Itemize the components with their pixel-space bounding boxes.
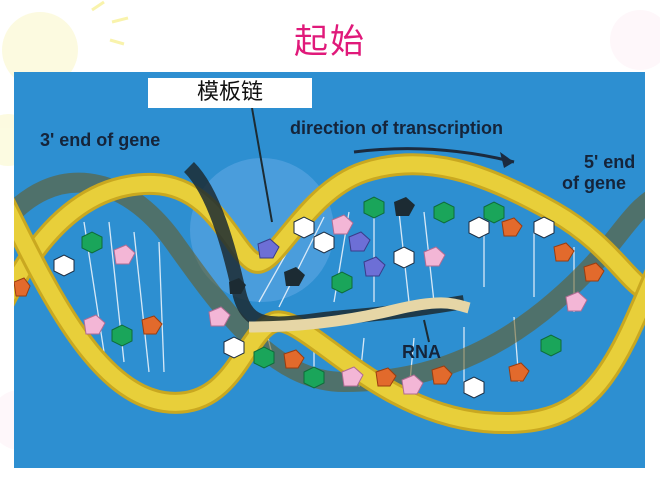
direction-arrow xyxy=(353,147,515,164)
rna-label-pointer xyxy=(423,319,430,343)
dna-helix-illustration xyxy=(14,107,645,435)
green-bases xyxy=(81,196,562,389)
direction-of-transcription-label: direction of transcription xyxy=(290,118,504,138)
end-5-label-line1: 5' end xyxy=(584,152,636,172)
end-5-label-line2: of gene xyxy=(562,173,627,193)
template-label-pointer xyxy=(251,107,273,223)
rna-transcript xyxy=(248,297,471,333)
rna-label: RNA xyxy=(402,342,441,362)
dark-bases xyxy=(229,197,415,294)
purple-bases xyxy=(257,231,386,277)
direction-arrowhead xyxy=(500,152,514,168)
end-3-label: 3' end of gene xyxy=(40,130,161,150)
white-bases xyxy=(53,216,555,399)
template-strand-label: 模板链 xyxy=(148,78,312,108)
orange-bases xyxy=(14,217,605,387)
transcription-diagram: 模板链 3' end of gene direction of transcri… xyxy=(14,72,645,468)
slide-title: 起始 xyxy=(294,22,366,62)
pink-bases xyxy=(83,214,588,395)
